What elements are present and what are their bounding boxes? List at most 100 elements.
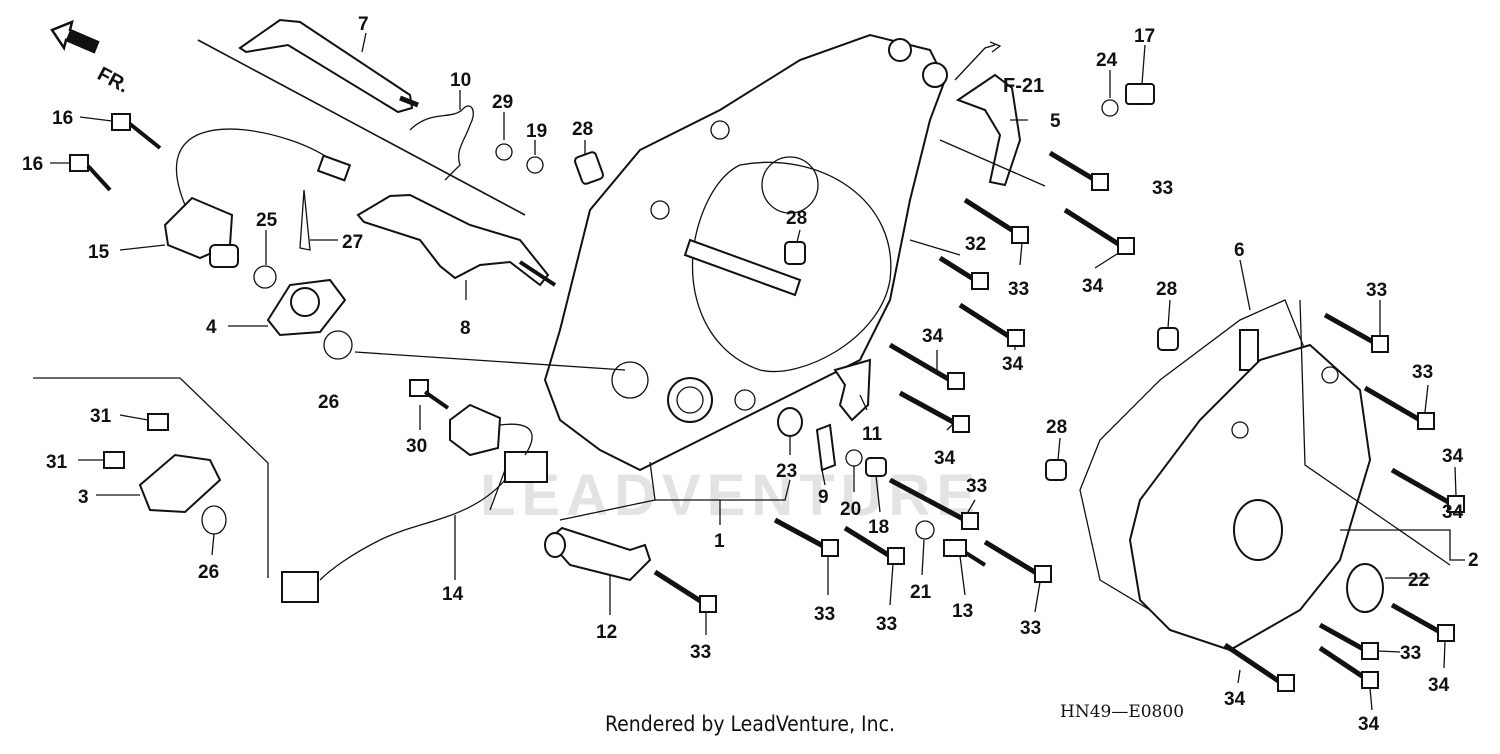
part-12-pipe [544,526,652,582]
part-13-switch [943,539,987,567]
callout-34: 34 [1224,689,1246,710]
part-21-washer [915,520,935,540]
callout-29: 29 [492,92,513,113]
part-28-dowel [784,241,806,265]
part-16-bolt [111,113,162,150]
callout-33: 33 [1366,280,1387,301]
part-26-oring [201,505,227,535]
callout-31: 31 [90,406,112,427]
callout-26: 26 [318,392,339,413]
callout-34: 34 [1428,675,1450,696]
callout-34: 34 [1358,714,1380,735]
part-29-clip [495,143,513,161]
part-28-dowel [574,151,604,185]
part-24-washer [1101,99,1119,117]
diagram-code: HN49—E0800 [1060,702,1185,722]
part-19-washer [526,156,544,174]
callout-15: 15 [88,242,110,263]
part-18-nut [865,457,887,477]
part-27-pin [299,189,311,251]
leader-lines [50,32,1465,711]
part-7-shaft [238,18,419,114]
part-17-plug [1125,83,1155,105]
callout-27: 27 [342,232,363,253]
part-16-bolt [69,154,112,192]
callout-12: 12 [596,622,617,643]
callout-28: 28 [1046,417,1067,438]
callout-30: 30 [406,436,427,457]
callout-28: 28 [786,208,807,229]
part-28-dowel [1157,327,1179,351]
callout-21: 21 [910,582,932,603]
front-direction-arrow-icon: FR. [50,19,133,98]
callout-33: 33 [1400,643,1421,664]
callout-3: 3 [78,487,89,508]
callout-18: 18 [868,517,889,538]
part-10-spring [409,105,474,181]
callout-20: 20 [840,499,861,520]
part-15-sensor [163,128,352,268]
callout-28: 28 [1156,279,1177,300]
callout-33: 33 [876,614,897,635]
callout-22: 22 [1408,570,1429,591]
part-8-shift-arm [356,193,557,287]
callout-5: 5 [1050,111,1061,132]
part-22-seal [1346,563,1384,613]
part-3-cover [138,453,222,514]
callout-2: 2 [1468,550,1479,571]
part-14-harness [281,403,548,603]
part-9-plate [815,423,837,472]
part-26-oring [323,330,353,360]
callout-34: 34 [1002,354,1024,375]
callout-6: 6 [1234,240,1245,261]
callout-4: 4 [206,317,217,338]
part-1-crankcase-cover [543,33,948,472]
callout-33: 33 [1152,178,1173,199]
part-31-bolt [147,413,169,431]
direction-label: FR. [94,63,133,98]
section-reference-label: F-21 [1003,75,1044,97]
callout-33: 33 [1020,618,1041,639]
bolt-group [653,150,1452,685]
callout-34: 34 [1082,276,1104,297]
callout-17: 17 [1134,26,1155,47]
watermark: LEADVENTURE [480,463,981,528]
part-4-flange [266,278,347,337]
callout-28: 28 [572,119,593,140]
callout-32: 32 [965,234,986,255]
callout-33: 33 [966,476,987,497]
callout-26: 26 [198,562,219,583]
callout-33: 33 [1412,362,1433,383]
callout-8: 8 [460,318,471,339]
callout-34: 34 [1442,446,1464,467]
callout-16: 16 [52,108,73,129]
part-11-bracket [833,358,872,422]
callout-layer: 7 10 29 19 16 16 15 25 27 4 8 26 28 28 2… [22,14,1479,735]
callout-25: 25 [256,210,278,231]
callout-31: 31 [46,452,68,473]
callout-33: 33 [690,642,711,663]
footer-credit: Rendered by LeadVenture, Inc. [605,712,895,736]
callout-11: 11 [862,424,883,445]
callout-13: 13 [952,601,973,622]
part-30-bolt [409,379,450,410]
callout-34: 34 [934,448,956,469]
callout-1: 1 [714,531,725,552]
divider-line [33,377,269,578]
callout-33: 33 [1008,279,1029,300]
part-25-oring [253,265,277,289]
part-31-bolt [103,451,125,469]
part-28-dowel [1045,459,1067,481]
callout-24: 24 [1096,50,1118,71]
callout-19: 19 [526,121,547,142]
bolt-heads [699,173,1465,692]
callout-10: 10 [450,70,471,91]
callout-7: 7 [358,14,369,35]
part-5-bracket [954,41,1022,187]
callout-23: 23 [776,461,797,482]
part-2-cover [1128,343,1372,652]
callout-16: 16 [22,154,43,175]
callout-33: 33 [814,604,835,625]
callout-34: 34 [1442,502,1464,523]
